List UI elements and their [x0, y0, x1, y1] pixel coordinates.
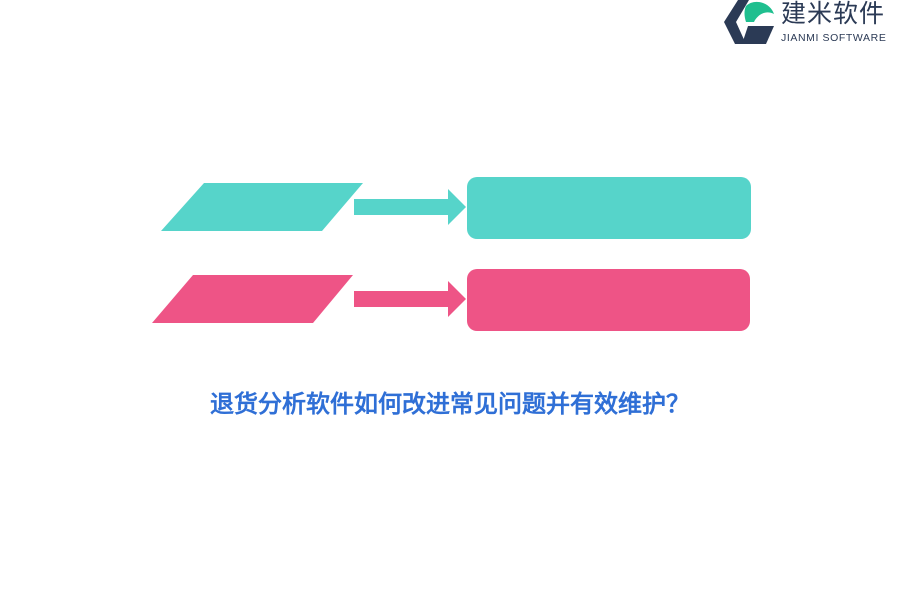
brand-subtitle: JIANMI SOFTWARE — [781, 32, 887, 44]
input-parallelogram-2 — [152, 275, 353, 323]
arrow-1 — [354, 189, 466, 225]
output-box-2 — [467, 269, 750, 331]
input-parallelogram-1 — [161, 183, 363, 231]
brand-logo-icon — [724, 0, 774, 44]
output-box-1 — [467, 177, 751, 239]
caption-title: 退货分析软件如何改进常见问题并有效维护？ — [210, 389, 690, 418]
arrow-2 — [354, 281, 466, 317]
flow-row-1 — [161, 177, 751, 239]
flow-row-2 — [152, 269, 750, 331]
brand-logo: 建米软件 JIANMI SOFTWARE — [724, 0, 900, 48]
brand-title: 建米软件 — [781, 0, 886, 28]
